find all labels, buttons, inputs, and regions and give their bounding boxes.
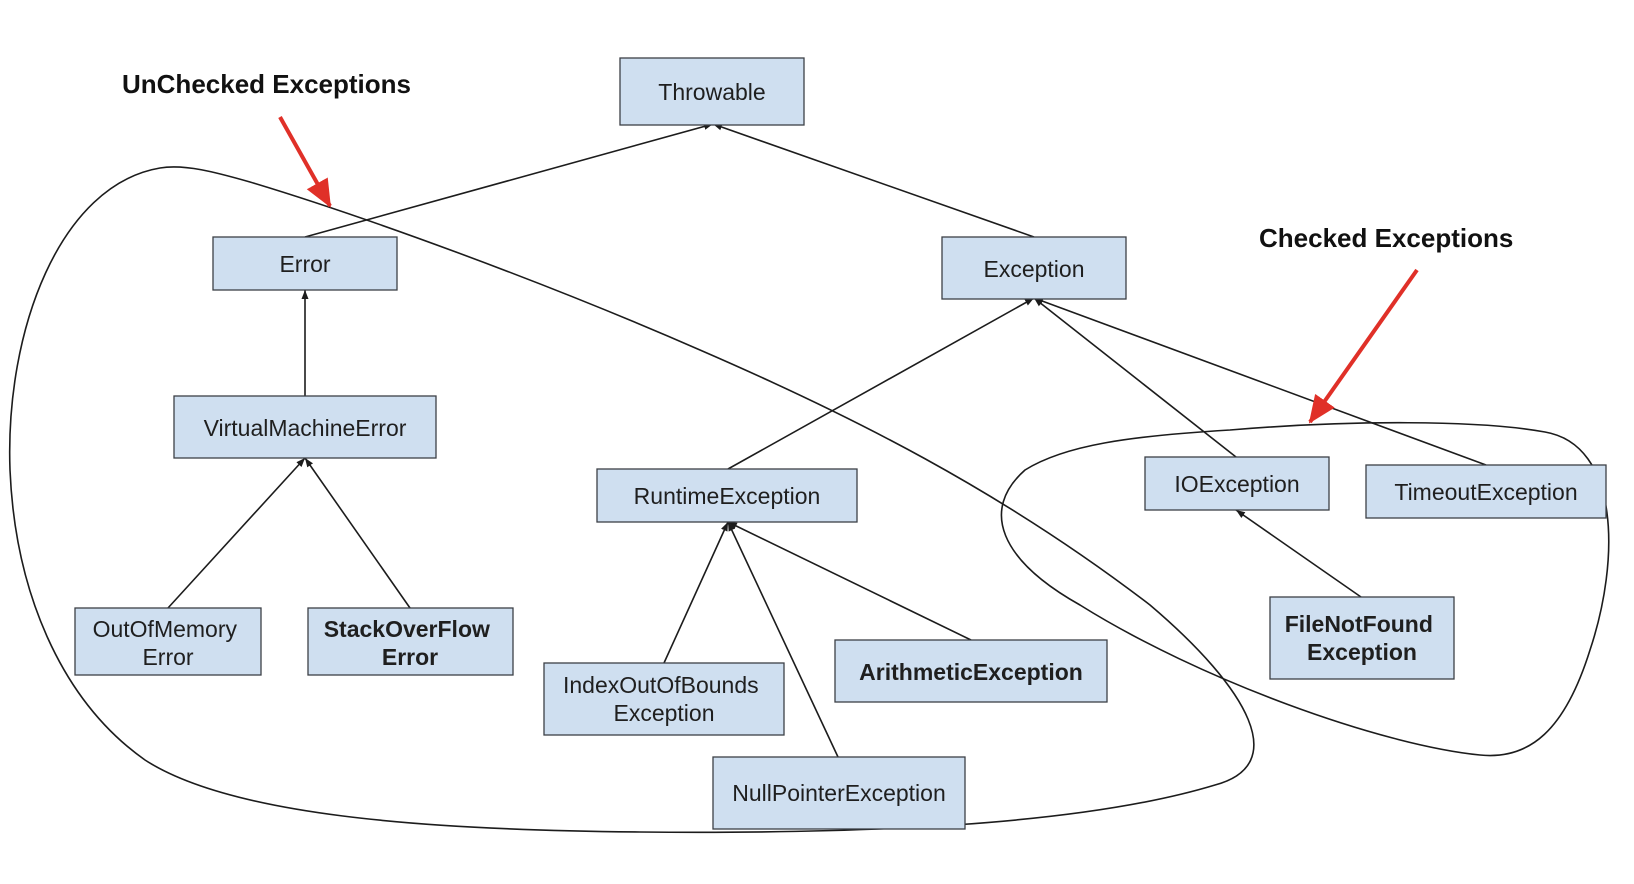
edge-error-to-throwable: [304, 123, 714, 238]
edge-ioexception-to-exception: [1033, 297, 1237, 458]
edge-stackoverflow-to-virtualmachineerror: [304, 457, 411, 609]
edge-runtimeexception-to-exception: [727, 297, 1035, 470]
timeout-exception-label: TimeoutException: [1394, 479, 1577, 505]
checked-callout-arrow: [1308, 268, 1419, 424]
out-of-memory-error-label: OutOfMemory Error: [93, 616, 244, 670]
file-not-found-exception-node: FileNotFound Exception: [1269, 596, 1455, 680]
stack-overflow-error-label: StackOverFlow Error: [324, 616, 497, 670]
checked-exceptions-boundary: [1000, 421, 1610, 757]
index-out-of-bounds-exception-label: IndexOutOfBounds Exception: [563, 672, 765, 726]
virtual-machine-error-node: VirtualMachineError: [173, 395, 437, 459]
edge-outofmemory-to-virtualmachineerror: [167, 457, 306, 609]
null-pointer-exception-label: NullPointerException: [732, 780, 946, 806]
file-not-found-line-1: FileNotFound: [1285, 611, 1433, 637]
edge-exception-to-throwable: [712, 123, 1035, 238]
edge-filenotfound-to-ioexception: [1235, 509, 1362, 598]
out-of-memory-error-line-1: OutOfMemory: [93, 616, 238, 642]
edge-arithmetic-to-runtimeexception: [727, 521, 972, 641]
virtual-machine-error-label: VirtualMachineError: [204, 415, 407, 441]
timeout-exception-node: TimeoutException: [1365, 464, 1607, 519]
unchecked-exceptions-label: UnChecked Exceptions: [122, 69, 411, 99]
arithmetic-exception-label: ArithmeticException: [859, 659, 1083, 685]
throwable-label: Throwable: [658, 79, 765, 105]
exception-node: Exception: [941, 236, 1127, 300]
stack-overflow-error-node: StackOverFlow Error: [307, 607, 514, 676]
index-out-of-bounds-line-2: Exception: [613, 700, 714, 726]
inheritance-edges: [167, 123, 1487, 758]
edge-nullpointer-to-runtimeexception: [727, 521, 839, 758]
edge-indexoutofbounds-to-runtimeexception: [663, 521, 729, 664]
checked-exceptions-label: Checked Exceptions: [1259, 223, 1513, 253]
unchecked-exceptions-boundary: [8, 166, 1255, 834]
null-pointer-exception-node: NullPointerException: [712, 756, 966, 830]
error-node: Error: [212, 236, 398, 291]
file-not-found-line-2: Exception: [1307, 639, 1417, 665]
out-of-memory-error-line-2: Error: [142, 644, 193, 670]
io-exception-node: IOException: [1144, 456, 1330, 511]
edge-timeoutexception-to-exception: [1033, 297, 1487, 466]
out-of-memory-error-node: OutOfMemory Error: [74, 607, 262, 676]
runtime-exception-node: RuntimeException: [596, 468, 858, 523]
error-label: Error: [279, 251, 330, 277]
index-out-of-bounds-line-1: IndexOutOfBounds: [563, 672, 759, 698]
stack-overflow-error-line-2: Error: [382, 644, 438, 670]
exception-label: Exception: [983, 256, 1084, 282]
stack-overflow-error-line-1: StackOverFlow: [324, 616, 490, 642]
index-out-of-bounds-exception-node: IndexOutOfBounds Exception: [543, 662, 785, 736]
throwable-node: Throwable: [619, 57, 805, 126]
io-exception-label: IOException: [1174, 471, 1299, 497]
file-not-found-exception-label: FileNotFound Exception: [1285, 611, 1440, 665]
runtime-exception-label: RuntimeException: [634, 483, 821, 509]
unchecked-callout-arrow: [278, 116, 332, 208]
arithmetic-exception-node: ArithmeticException: [834, 639, 1108, 703]
